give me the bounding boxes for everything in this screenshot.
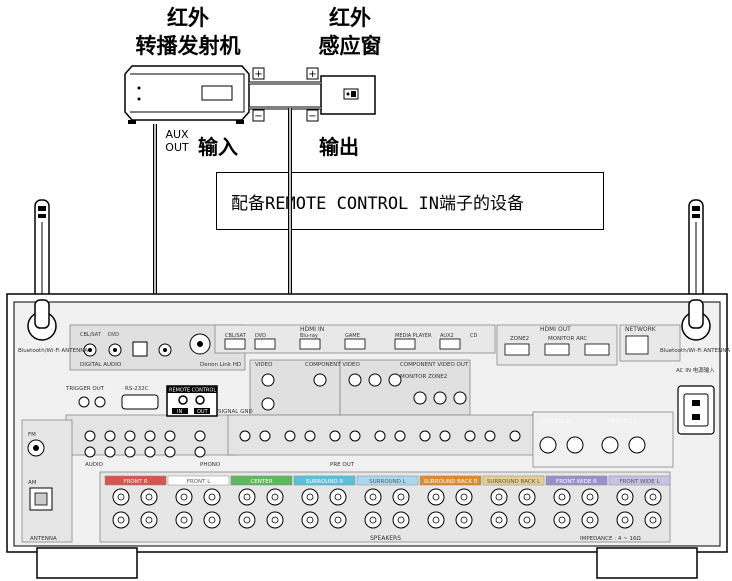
pre-out-label: PRE OUT (330, 462, 355, 468)
component-video-label: COMPONENT VIDEO (305, 362, 360, 368)
impedance-label: IMPEDANCE : 4 ~ 16Ω (580, 536, 641, 542)
speaker-terminal-core (461, 517, 467, 523)
speaker-terminal-core (244, 494, 250, 500)
remote-control-label: REMOTE CONTROL (169, 388, 216, 394)
speaker-terminal-core (307, 494, 313, 500)
speaker-group-label: FRONT L (187, 479, 212, 485)
speaker-terminal-core (146, 494, 152, 500)
speaker-terminal-core (307, 517, 313, 523)
hdmi-out-label: HDMI OUT (540, 326, 571, 333)
digital-audio-label: DIGITAL AUDIO (80, 362, 122, 368)
speakers-label: SPEAKERS (370, 535, 401, 542)
speaker-terminal-core (146, 517, 152, 523)
hdmi-input-label: CD (470, 333, 477, 339)
speaker-terminal-core (370, 517, 376, 523)
speaker-terminal-core (118, 494, 124, 500)
ir-transmitter (125, 66, 249, 124)
speaker-terminal-core (496, 517, 502, 523)
speaker-terminal-core (244, 517, 250, 523)
speaker-label-strip: FRONT R FRONT L CENTER SURROUND R SURROUND L… (105, 476, 670, 485)
speaker-terminal-core (272, 517, 278, 523)
speaker-terminal-core (461, 494, 467, 500)
ir-sensor (321, 76, 375, 114)
ac-in-label: AC IN 电源输入 (676, 366, 715, 374)
sensor-minus: − (308, 111, 316, 122)
speaker-terminal-core (433, 517, 439, 523)
hdmi-input-label: AUX2 (440, 333, 454, 339)
speaker-terminal-core (433, 494, 439, 500)
speaker-terminal-core (370, 494, 376, 500)
speaker-terminal-core (209, 517, 215, 523)
speaker-group-label: SURROUND L (369, 479, 407, 485)
bt-antenna-left-label: Bluetooth/Wi-Fi ANTENNA (18, 348, 88, 354)
antenna-left (35, 200, 49, 308)
denon-link-label: Denon Link HD (200, 362, 241, 368)
transmitter-minus: − (254, 111, 262, 122)
speaker-group-label: FRONT R (123, 479, 148, 485)
hdmi-input-label: MEDIA PLAYER (395, 333, 432, 339)
bt-antenna-right-label: Bluetooth/Wi-Fi ANTENNA (660, 348, 730, 354)
hdmi-input-label: GAME (345, 333, 360, 339)
transmitter-plus: + (254, 69, 262, 80)
speaker-group-label: CENTER (250, 479, 272, 485)
hdmi-monitor-arc-label: MONITOR ARC (548, 336, 587, 342)
antenna-label: ANTENNA (30, 536, 57, 542)
speaker-terminal-core (118, 517, 124, 523)
phono-label: PHONO (200, 462, 221, 468)
speaker-group-label: FRONT WIDE R (556, 479, 597, 485)
height1-l-label: HEIGHT1 L (608, 419, 638, 425)
digital-input-label: CBL/SAT (80, 332, 102, 338)
speaker-group-label: SURROUND BACK L (487, 479, 541, 485)
video-label: VIDEO (255, 362, 273, 368)
speaker-terminal-core (559, 517, 565, 523)
digital-input-label: DVD (108, 332, 119, 338)
speaker-terminal-core (272, 494, 278, 500)
monitor-zone2-label: MONITOR ZONE2 (400, 374, 447, 380)
speaker-terminal-core (650, 517, 656, 523)
speaker-terminal-core (398, 494, 404, 500)
speaker-group-label: SURROUND BACK R (423, 479, 477, 485)
speaker-group-label: FRONT WIDE L (619, 479, 660, 485)
hdmi-in-label: HDMI IN (300, 326, 324, 333)
network-label: NETWORK (625, 326, 657, 333)
speaker-terminal-core (496, 494, 502, 500)
am-label: AM (28, 480, 37, 486)
speaker-terminal-core (398, 517, 404, 523)
hdmi-input-label: CBL/SAT (225, 333, 247, 339)
hdmi-out-zone2-label: ZONE2 (510, 336, 529, 342)
component-video-out-label: COMPONENT VIDEO OUT (400, 362, 469, 368)
speaker-terminal-core (622, 517, 628, 523)
speaker-terminal-core (650, 494, 656, 500)
speaker-terminal-core (587, 494, 593, 500)
speaker-terminal-core (559, 494, 565, 500)
hdmi-input-label: DVD (255, 333, 266, 339)
antenna-right (689, 200, 703, 308)
signal-gnd-label: SIGNAL GND (218, 409, 253, 415)
height1-r-label: HEIGHT1 R (540, 419, 570, 425)
fm-label: FM (28, 432, 36, 438)
speaker-terminal-core (181, 517, 187, 523)
audio-label: AUDIO (85, 462, 104, 468)
speaker-terminal-core (209, 494, 215, 500)
hdmi-input-label: Blu-ray (300, 333, 318, 339)
rs232c-label: RS-232C (125, 386, 149, 392)
speaker-terminal-core (181, 494, 187, 500)
speaker-terminal-core (587, 517, 593, 523)
remote-out-label: OUT (197, 409, 209, 415)
ac-inlet (678, 386, 714, 434)
trigger-out-label: TRIGGER OUT (65, 386, 105, 392)
remote-in-label: IN (177, 409, 182, 415)
speaker-terminal-core (622, 494, 628, 500)
speaker-group-label: SURROUND R (306, 479, 344, 485)
speaker-terminal-core (524, 517, 530, 523)
speaker-terminal-core (335, 517, 341, 523)
sensor-plus: + (308, 69, 316, 80)
speaker-terminal-core (335, 494, 341, 500)
speaker-terminal-core (524, 494, 530, 500)
